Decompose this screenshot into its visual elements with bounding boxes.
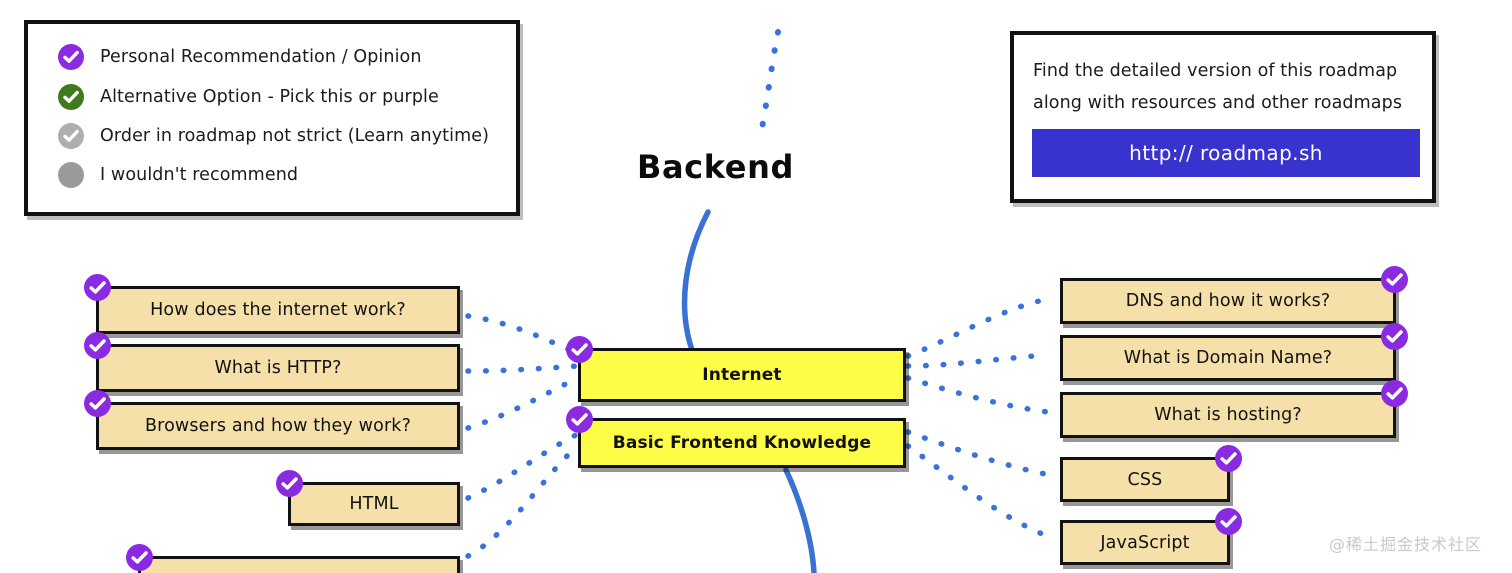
edge-frontend-css bbox=[905, 429, 1053, 478]
edge-internet-hosting bbox=[905, 375, 1051, 415]
node-label: HTML bbox=[349, 494, 399, 514]
purple-check-icon bbox=[58, 44, 84, 70]
edge-backend-tail bbox=[759, 29, 781, 131]
purple-check-icon bbox=[84, 390, 111, 417]
legend-item: I wouldn't recommend bbox=[58, 160, 298, 190]
node-label: CSS bbox=[1127, 469, 1163, 490]
node-internet[interactable]: Internet bbox=[566, 336, 906, 402]
node-left-partial-offscreen[interactable] bbox=[126, 544, 460, 573]
node-dns-and-how-it-works[interactable]: DNS and how it works? bbox=[1060, 266, 1408, 324]
node-label: How does the internet work? bbox=[150, 300, 406, 320]
purple-check-icon bbox=[84, 274, 111, 301]
legend-item-label: I wouldn't recommend bbox=[100, 165, 299, 185]
legend-panel: Personal Recommendation / Opinion Altern… bbox=[24, 20, 520, 216]
gray-dot-icon bbox=[58, 162, 84, 188]
node-label: What is HTTP? bbox=[214, 358, 342, 378]
purple-check-icon bbox=[566, 336, 593, 363]
purple-check-icon bbox=[1215, 445, 1242, 472]
node-label: Browsers and how they work? bbox=[144, 416, 412, 436]
legend-item-label: Alternative Option - Pick this or purple bbox=[100, 87, 439, 107]
legend-item-label: Order in roadmap not strict (Learn anyti… bbox=[100, 126, 490, 146]
node-what-is-domain-name[interactable]: What is Domain Name? bbox=[1060, 323, 1408, 381]
edge-internet-domain bbox=[905, 352, 1051, 369]
node-basic-frontend-knowledge[interactable]: Basic Frontend Knowledge bbox=[566, 406, 906, 468]
node-css[interactable]: CSS bbox=[1060, 445, 1242, 502]
purple-check-icon bbox=[1381, 323, 1408, 350]
roadmap-link-panel: Find the detailed version of this roadma… bbox=[1010, 31, 1436, 203]
purple-check-icon bbox=[1381, 266, 1408, 293]
purple-check-icon bbox=[566, 406, 593, 433]
node-label: JavaScript bbox=[1100, 532, 1190, 553]
info-text-line-2: along with resources and other roadmaps bbox=[1033, 93, 1403, 113]
node-label: Internet bbox=[702, 365, 782, 385]
green-check-icon bbox=[58, 84, 84, 110]
edge-frontend-html bbox=[465, 431, 581, 501]
legend-item: Alternative Option - Pick this or purple bbox=[58, 82, 439, 112]
purple-check-icon bbox=[126, 544, 153, 571]
node-label: What is hosting? bbox=[1154, 405, 1302, 425]
purple-check-icon bbox=[84, 332, 111, 359]
page-title: Backend bbox=[637, 148, 794, 186]
purple-check-icon bbox=[276, 470, 303, 497]
curve-backend-to-internet bbox=[681, 209, 711, 353]
legend-item: Personal Recommendation / Opinion bbox=[58, 42, 422, 72]
info-text-line-1: Find the detailed version of this roadma… bbox=[1033, 61, 1398, 81]
legend-item-label: Personal Recommendation / Opinion bbox=[100, 47, 422, 67]
node-label: DNS and how it works? bbox=[1125, 291, 1331, 311]
watermark: @稀土掘金技术社区 bbox=[1329, 535, 1483, 554]
purple-check-icon bbox=[1215, 508, 1242, 535]
node-html[interactable]: HTML bbox=[276, 470, 460, 526]
curve-frontend-downward bbox=[783, 467, 817, 573]
node-label: Basic Frontend Knowledge bbox=[612, 433, 872, 453]
node-how-does-the-internet-work[interactable]: How does the internet work? bbox=[84, 274, 460, 334]
edge-internet-http bbox=[465, 363, 581, 374]
edge-frontend-extra bbox=[465, 443, 581, 559]
node-what-is-http[interactable]: What is HTTP? bbox=[84, 332, 460, 392]
purple-check-icon bbox=[1381, 380, 1408, 407]
roadmap-url-button[interactable]: http:// roadmap.sh bbox=[1032, 129, 1420, 177]
edge-internet-browsers bbox=[465, 375, 581, 431]
node-label: What is Domain Name? bbox=[1123, 348, 1333, 368]
roadmap-url-label: http:// roadmap.sh bbox=[1129, 141, 1323, 165]
edge-internet-howdoes bbox=[465, 313, 581, 357]
edge-frontend-js bbox=[905, 443, 1053, 540]
edge-internet-dns bbox=[905, 296, 1051, 359]
gray-check-icon bbox=[58, 123, 84, 149]
legend-item: Order in roadmap not strict (Learn anyti… bbox=[58, 121, 489, 151]
node-browsers-and-how-they-work[interactable]: Browsers and how they work? bbox=[84, 390, 460, 450]
node-what-is-hosting[interactable]: What is hosting? bbox=[1060, 380, 1408, 438]
node-javascript[interactable]: JavaScript bbox=[1060, 508, 1242, 565]
